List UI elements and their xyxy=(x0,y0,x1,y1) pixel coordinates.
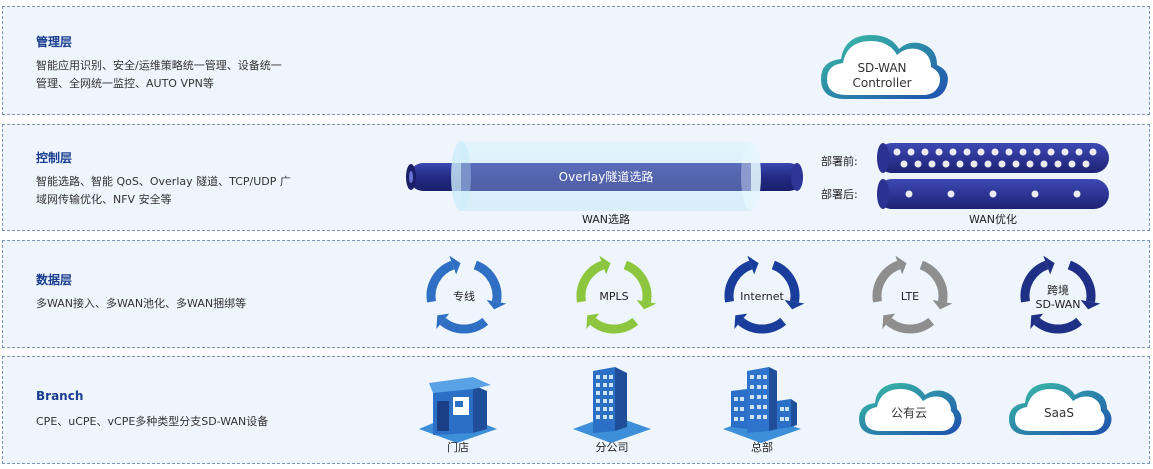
management-layer-title: 管理层 xyxy=(36,35,73,49)
branch-layer-desc: CPE、uCPE、vCPE多种类型分支SD-WAN设备 xyxy=(36,413,336,431)
cycle-arc xyxy=(885,317,935,334)
store-building-icon xyxy=(419,377,497,443)
link-label: 跨境 xyxy=(1047,283,1069,297)
data-layer-desc: 多WAN接入、多WAN池化、多WAN捆绑等 xyxy=(36,295,336,313)
overlay-tunnel-graphic: Overlay隧道选路 xyxy=(406,141,803,211)
management-layer-desc: 智能应用识别、安全/运维策略统一管理、设备统一 管理、全网统一监控、AUTO V… xyxy=(36,57,336,93)
management-layer: 管理层 智能应用识别、安全/运维策略统一管理、设备统一 管理、全网统一监控、AU… xyxy=(2,6,1150,115)
branch-layer: Branch CPE、uCPE、vCPE多种类型分支SD-WAN设备 门店 分公… xyxy=(2,356,1150,464)
cycle-arc xyxy=(724,260,753,303)
wan-optimization-caption: WAN优化 xyxy=(968,213,1018,226)
control-desc-line2: 域网传输优化、NFV 安全等 xyxy=(36,193,172,206)
cycle-arrowhead xyxy=(895,255,907,275)
management-desc-line1: 智能应用识别、安全/运维策略统一管理、设备统一 xyxy=(36,59,282,72)
leased-line-cycle-icon: 专线 xyxy=(426,255,507,334)
headquarters-building-icon xyxy=(723,367,801,443)
tunnel-label: Overlay隧道选路 xyxy=(559,169,654,184)
data-desc-line1: 多WAN接入、多WAN池化、多WAN捆绑等 xyxy=(36,297,247,310)
saas-label: SaaS xyxy=(1044,406,1074,420)
cycle-arc xyxy=(1033,317,1083,334)
cycle-arrowhead xyxy=(636,299,657,310)
data-layer: 数据层 多WAN接入、多WAN池化、多WAN捆绑等 专线 MPLS Intern… xyxy=(2,240,1150,348)
cycle-arrowhead xyxy=(486,299,507,310)
cycle-arrowhead xyxy=(932,299,953,310)
branch-office-label: 分公司 xyxy=(595,441,629,454)
cycle-arrowhead xyxy=(1043,255,1055,275)
lte-cycle-icon: LTE xyxy=(872,255,953,334)
cycle-arc xyxy=(439,317,489,334)
link-cycle-leased-line: 专线 xyxy=(419,253,509,343)
cycle-arc xyxy=(426,260,455,303)
wan-optimization-graphic xyxy=(877,143,1109,209)
link-cycle-internet: Internet xyxy=(717,253,807,343)
control-desc-line1: 智能选路、智能 QoS、Overlay 隧道、TCP/UDP 广 xyxy=(36,175,291,188)
cycle-arc xyxy=(771,260,800,303)
branch-layer-title: Branch xyxy=(36,389,84,403)
before-label: 部署前: xyxy=(821,155,858,168)
cycle-arrowhead xyxy=(747,255,759,275)
link-label: MPLS xyxy=(599,290,628,303)
link-label: 专线 xyxy=(453,289,475,303)
branch-desc-line1: CPE、uCPE、vCPE多种类型分支SD-WAN设备 xyxy=(36,415,269,428)
cycle-arc xyxy=(872,260,901,303)
control-layer: 控制层 智能选路、智能 QoS、Overlay 隧道、TCP/UDP 广 域网传… xyxy=(2,124,1150,231)
cycle-arrowhead xyxy=(1080,299,1101,310)
sd-wan-controller-cloud-icon: SD-WAN Controller xyxy=(821,35,948,99)
cycle-arc xyxy=(576,260,605,303)
cycle-arc xyxy=(919,260,948,303)
cycle-arc xyxy=(737,317,787,334)
link-label-line2: SD-WAN xyxy=(1035,298,1080,311)
link-label: Internet xyxy=(740,290,784,303)
cycle-arrowhead xyxy=(784,299,805,310)
cycle-arc xyxy=(1067,260,1096,303)
cycle-arc xyxy=(589,317,639,334)
management-desc-line2: 管理、全网统一监控、AUTO VPN等 xyxy=(36,77,214,90)
wan-routing-caption: WAN选路 xyxy=(581,213,631,226)
headquarters-label: 总部 xyxy=(751,441,773,454)
store-label: 门店 xyxy=(447,441,469,454)
branch-office-building-icon xyxy=(573,367,651,443)
control-layer-title: 控制层 xyxy=(36,151,73,165)
data-layer-title: 数据层 xyxy=(36,273,73,287)
saas-cloud-icon: SaaS xyxy=(1009,383,1112,435)
public-cloud-label: 公有云 xyxy=(891,406,927,420)
cycle-arc xyxy=(623,260,652,303)
cycle-arrowhead xyxy=(599,255,611,275)
link-cycle-lte: LTE xyxy=(865,253,955,343)
link-label: LTE xyxy=(901,290,919,303)
mpls-cycle-icon: MPLS xyxy=(576,255,657,334)
link-cycle-mpls: MPLS xyxy=(569,253,659,343)
controller-cloud-line1: SD-WAN xyxy=(857,61,906,75)
after-label: 部署后: xyxy=(821,188,858,201)
internet-cycle-icon: Internet xyxy=(724,255,805,334)
cycle-arc xyxy=(473,260,502,303)
cycle-arrowhead xyxy=(449,255,461,275)
public-cloud-icon: 公有云 xyxy=(859,383,962,435)
cycle-arc xyxy=(1020,260,1049,303)
controller-cloud-line2: Controller xyxy=(852,76,911,90)
control-layer-desc: 智能选路、智能 QoS、Overlay 隧道、TCP/UDP 广 域网传输优化、… xyxy=(36,173,336,209)
